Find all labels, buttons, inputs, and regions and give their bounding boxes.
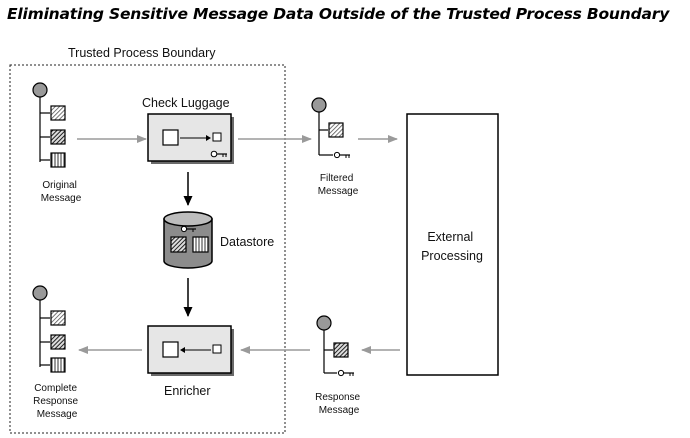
datastore-cylinder	[163, 211, 213, 269]
enricher-box	[147, 325, 234, 376]
response-message-icon	[316, 315, 354, 377]
check-luggage-label: Check Luggage	[142, 96, 230, 110]
original-message-label: Original Message	[41, 180, 82, 204]
datastore-label: Datastore	[220, 235, 274, 249]
external-processing-box	[406, 113, 499, 376]
response-message-label: Response Message	[315, 392, 363, 416]
original-message-icon	[32, 82, 66, 168]
external-processing-label: External Processing	[421, 230, 483, 263]
key-icon	[210, 150, 227, 158]
check-luggage-box	[147, 113, 234, 164]
diagram-title: Eliminating Sensitive Message Data Outsi…	[7, 5, 670, 23]
complete-response-label: Complete Response Message	[33, 383, 81, 420]
complete-response-icon	[32, 285, 66, 373]
filtered-message-icon	[311, 97, 350, 159]
filtered-message-label: Filtered Message	[318, 173, 359, 197]
boundary-label: Trusted Process Boundary	[68, 46, 216, 60]
trusted-process-boundary	[9, 64, 286, 434]
enricher-label: Enricher	[164, 384, 211, 398]
datastore-key-icon	[180, 225, 196, 233]
